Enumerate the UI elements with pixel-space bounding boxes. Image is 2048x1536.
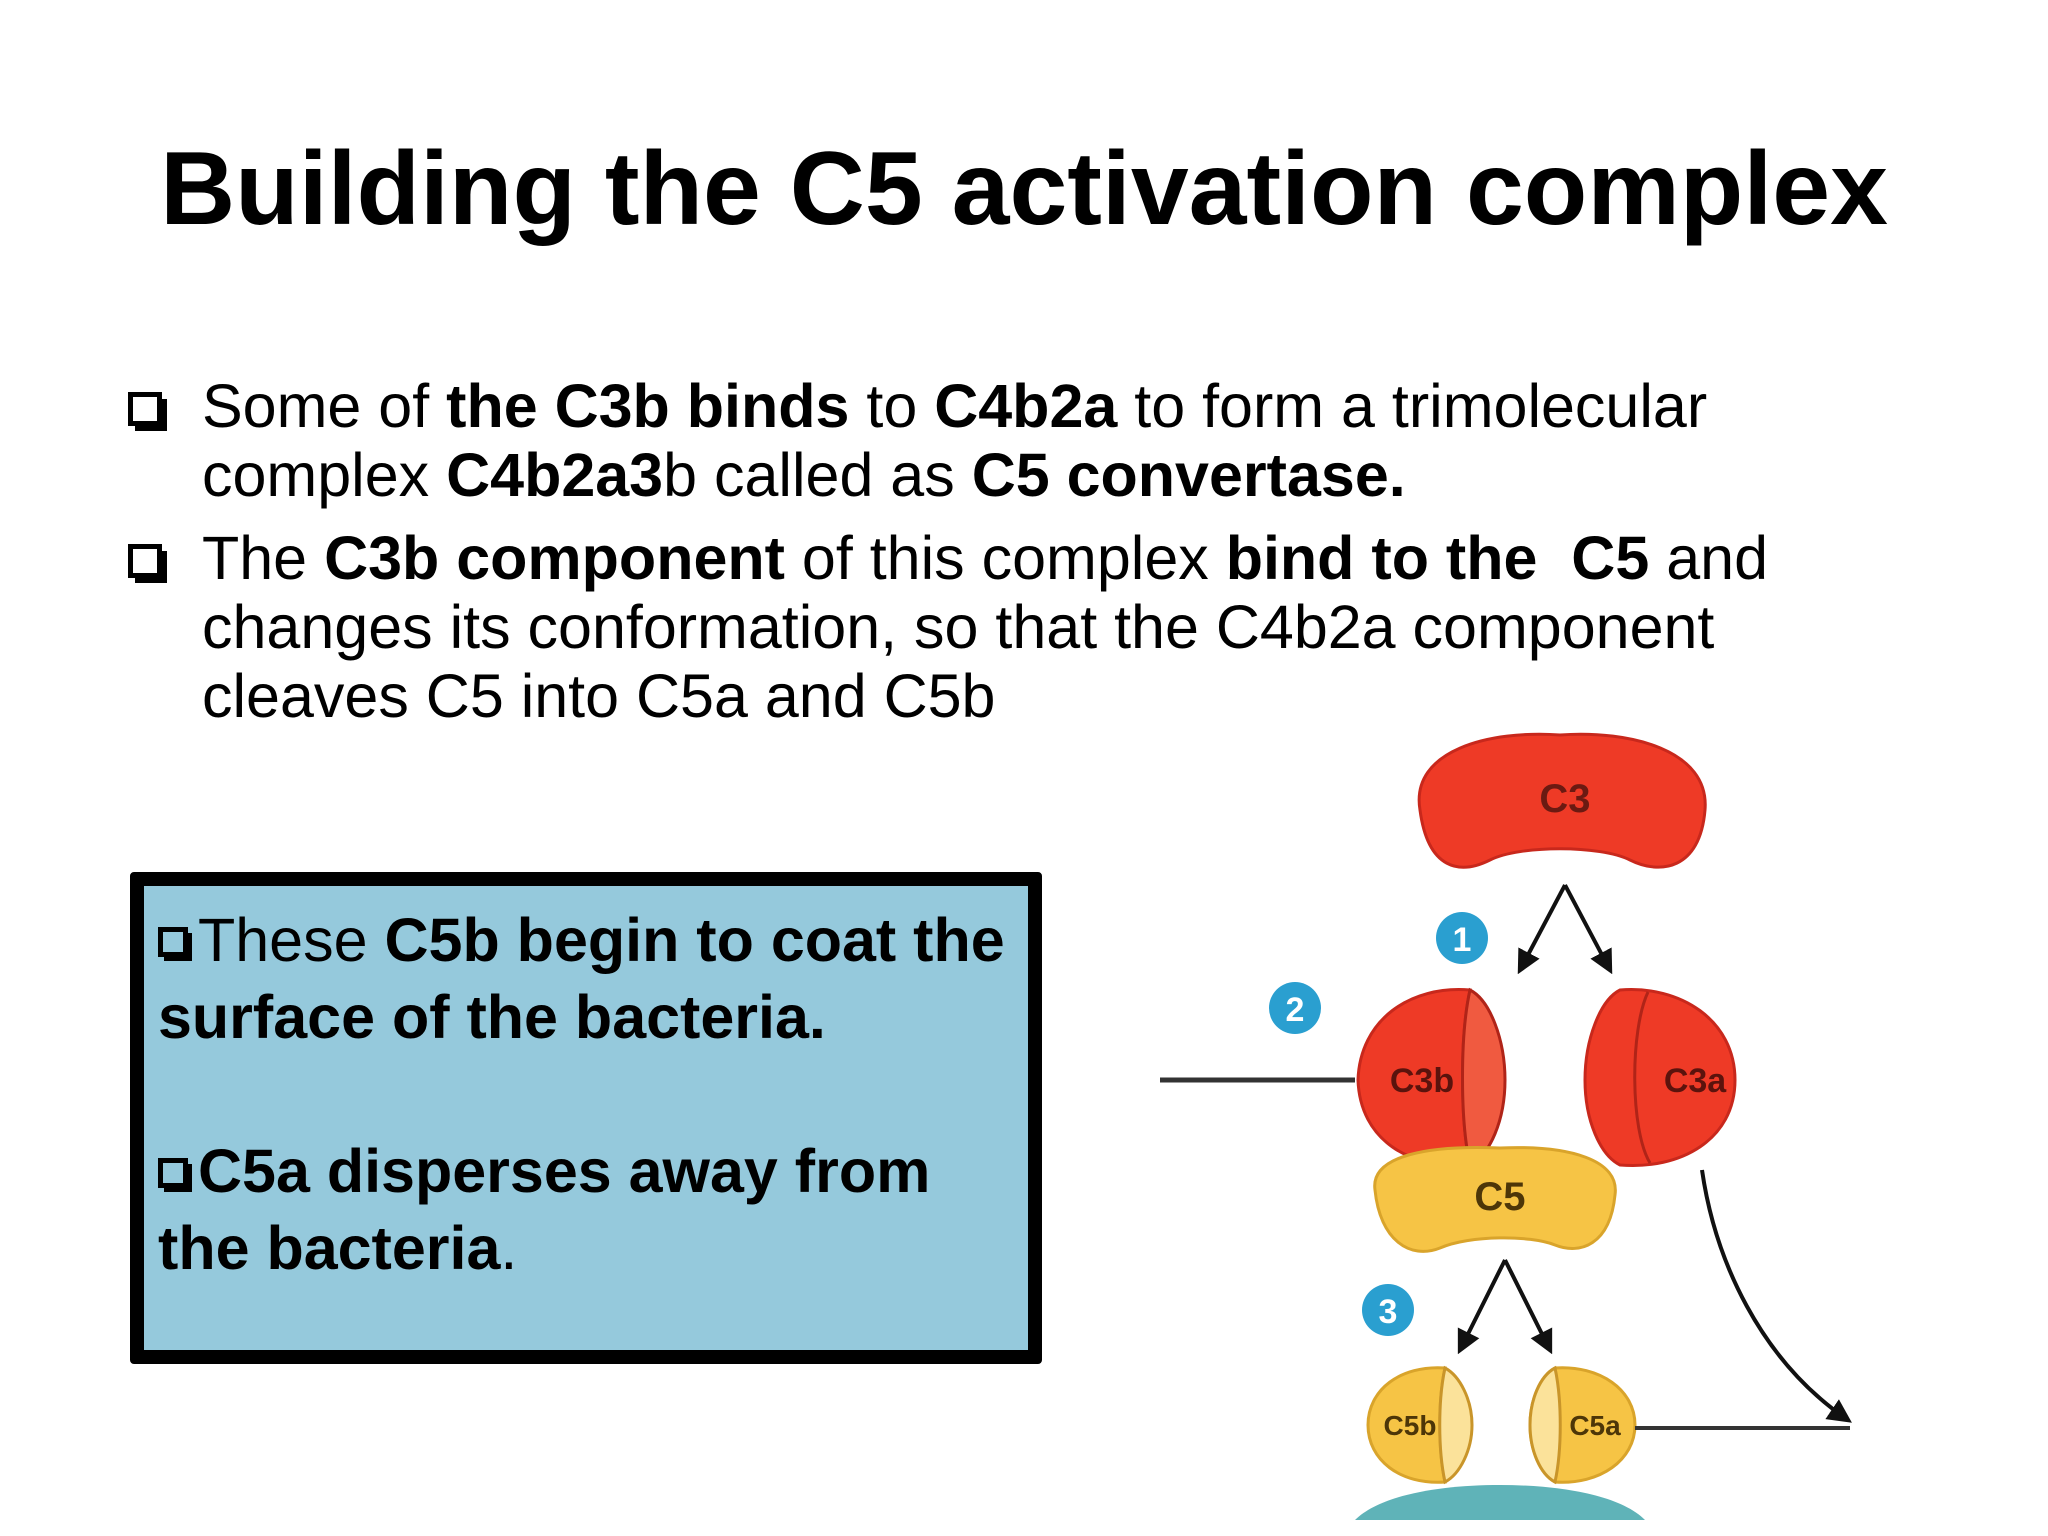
c5b-label: C5b [1384,1410,1437,1441]
text-run-bold: C5b begin to coat the surface of the bac… [158,906,1005,1051]
step-1-badge [1436,912,1488,964]
text-run: to form a trimolecular complex [202,372,1708,509]
c5b-inner-lobe [1438,1365,1474,1485]
checkbox-bullet-icon [158,1158,188,1188]
text-run: Some of [202,372,447,440]
text-run: The [202,524,325,592]
c5-molecule [1373,1146,1617,1253]
step-2-badge [1269,982,1321,1034]
checkbox-bullet-icon [128,544,162,578]
text-run: of this complex [784,524,1226,592]
callout-box: These C5b begin to coat the surface of t… [130,872,1042,1364]
checkbox-bullet-icon [158,927,188,957]
c3a-label: C3a [1664,1062,1727,1100]
c3a-inner-line [1633,991,1652,1164]
bullet-item: The C3b component of this complex bind t… [128,524,1888,731]
text-run-bold: bind to the C5 [1225,524,1650,592]
target-cell-partial [1355,1485,1645,1520]
text-run: to [849,372,935,440]
bullet-list: Some of the C3b binds to C4b2a to form a… [128,372,1888,745]
c3-molecule [1417,732,1707,869]
slide-title: Building the C5 activation complex [160,131,1888,247]
step-1-label: 1 [1453,921,1472,959]
text-run-bold: C3b component [324,524,785,592]
text-run: These [198,906,385,974]
checkbox-bullet-icon [128,392,162,426]
c3a-molecule [1583,988,1737,1168]
step-3-label: 3 [1379,1293,1398,1331]
callout-paragraph: C5a disperses away from the bacteria. [158,1133,1014,1287]
text-run-bold: C4b2a3 [446,441,664,509]
step-2-label: 2 [1286,991,1305,1029]
bullet-item: Some of the C3b binds to C4b2a to form a… [128,372,1888,510]
c5-cleavage-diagram: C3 1 2 C3b C3a C5 3 C5b C5a [1160,732,1852,1520]
c5a-inner-lobe [1528,1365,1562,1485]
step-3-badge [1362,1284,1414,1336]
c3-label: C3 [1539,777,1590,821]
arrow-c5-to-c5b [1457,1259,1507,1355]
text-run-bold: C4b2a [934,372,1118,440]
text-run-bold: C5 convertase. [971,441,1406,509]
c3b-label: C3b [1390,1062,1454,1100]
text-run: . [500,1214,518,1282]
c5-label: C5 [1474,1175,1525,1219]
callout-paragraph: These C5b begin to coat the surface of t… [158,902,1014,1056]
c3b-inner-lobe [1461,987,1507,1168]
bullet-text: The C3b component of this complex bind t… [202,524,1768,730]
c5a-label: C5a [1569,1410,1621,1441]
text-run: and changes its conformation, so that th… [202,524,1769,730]
arrow-c5-to-c5a [1503,1259,1553,1355]
arrow-c3a-curve [1700,1169,1852,1423]
bullet-text: Some of the C3b binds to C4b2a to form a… [202,372,1707,509]
text-run-bold: the C3b binds [446,372,850,440]
text-run-bold: C5a disperses away from the bacteria [158,1137,931,1282]
text-run: b called as [663,441,972,509]
arrow-c3-to-c3b [1517,884,1567,975]
arrow-c3-to-c3a [1563,884,1613,975]
